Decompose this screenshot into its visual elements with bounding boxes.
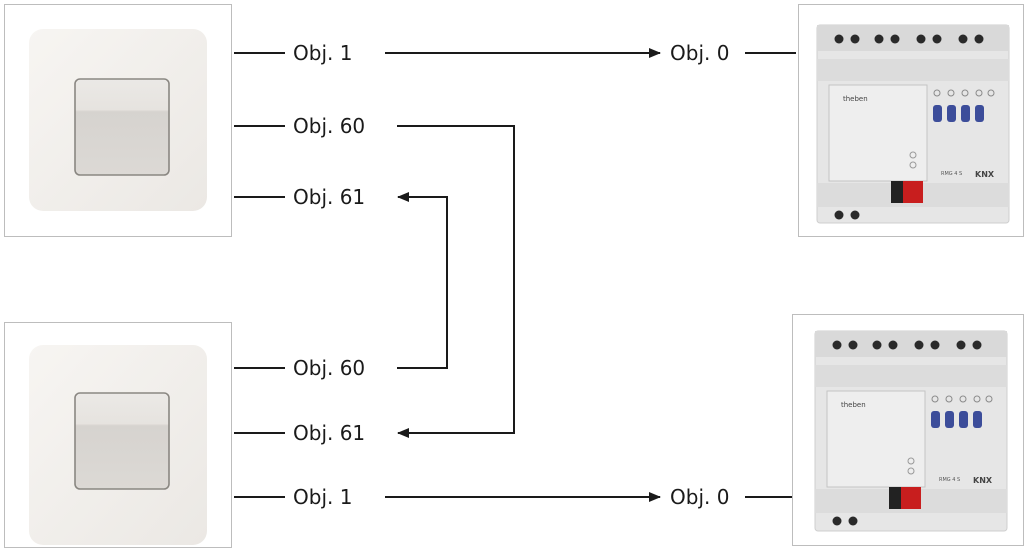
arrow-top-obj60-to-bottom-obj61 [397,126,514,433]
label-top-obj1: Obj. 1 [293,41,352,65]
label-top-obj61: Obj. 61 [293,185,365,209]
label-bottom-obj60: Obj. 60 [293,356,365,380]
label-bottom-obj1: Obj. 1 [293,485,352,509]
label-actuator-bottom-obj0: Obj. 0 [670,485,729,509]
label-top-obj60: Obj. 60 [293,114,365,138]
label-bottom-obj61: Obj. 61 [293,421,365,445]
arrow-bottom-obj60-to-top-obj61 [397,197,447,368]
label-actuator-top-obj0: Obj. 0 [670,41,729,65]
